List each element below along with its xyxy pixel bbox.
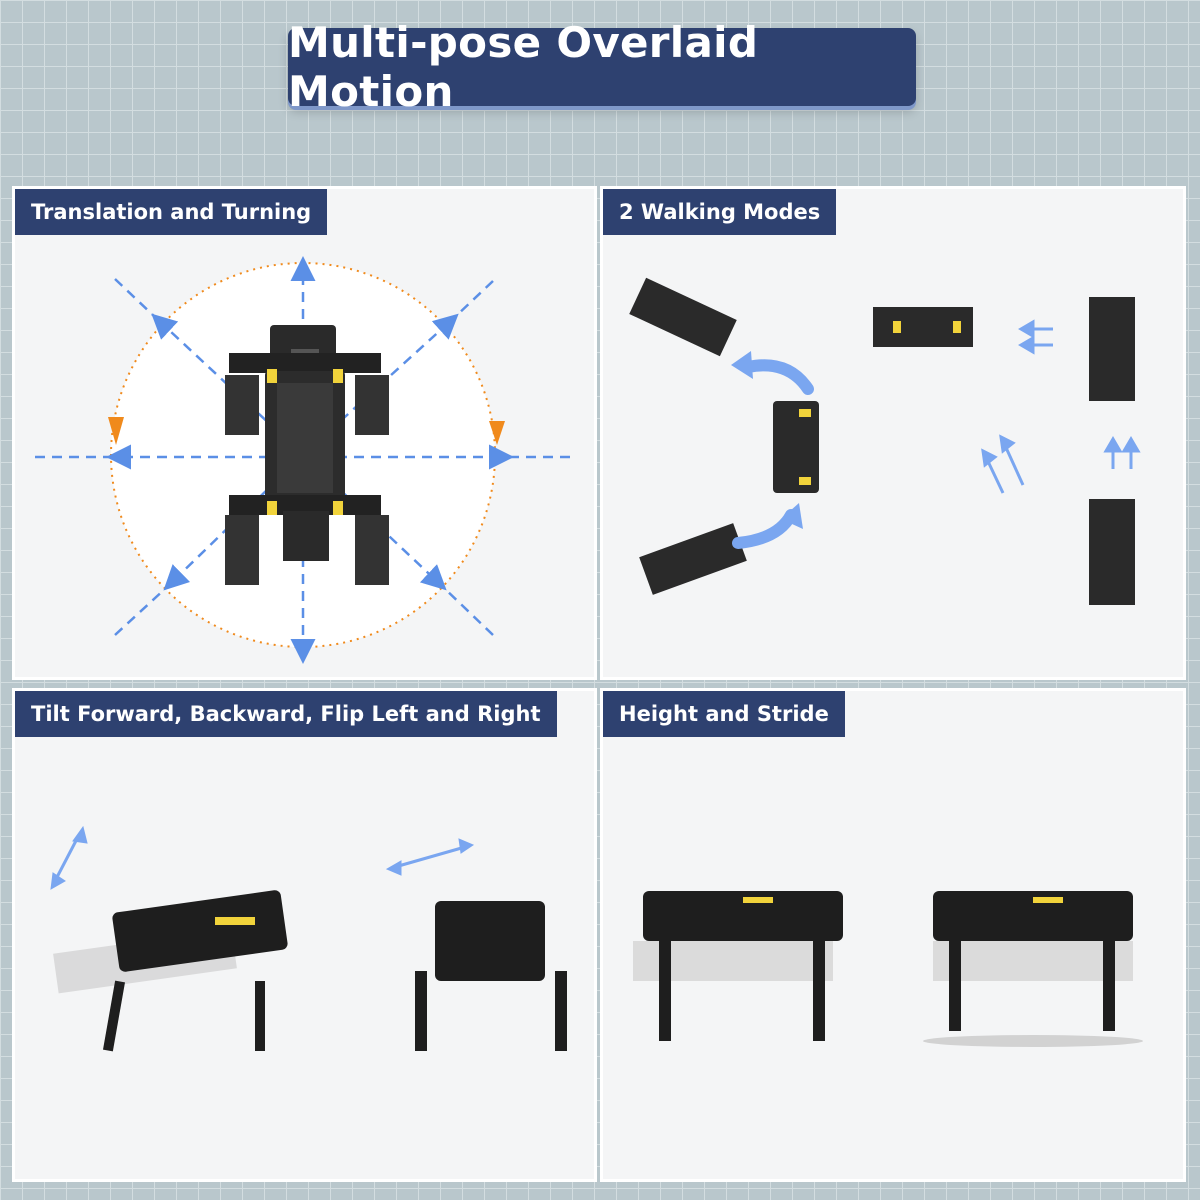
tilt-flip-illustration	[50, 825, 567, 1052]
turn-arrow-left-icon	[108, 417, 124, 445]
panel-label-height: Height and Stride	[603, 691, 845, 737]
panel-label-translation: Translation and Turning	[15, 189, 328, 235]
translation-turning-illustration	[35, 256, 571, 664]
walking-modes-illustration	[629, 277, 1141, 605]
robot-dog-side-view-icon	[102, 890, 567, 1052]
panel-translation-turning: Translation and Turning	[12, 186, 597, 680]
panel-walking-modes: 2 Walking Modes	[600, 186, 1186, 680]
panel-label-walking: 2 Walking Modes	[603, 189, 837, 235]
motion-arrow-lower-head-icon	[781, 503, 803, 529]
panel-label-tilt: Tilt Forward, Backward, Flip Left and Ri…	[15, 691, 557, 737]
height-stride-illustration	[633, 891, 1143, 1047]
robot-dog-side-view-icon	[643, 891, 1133, 1041]
motion-arrow-upper-head-icon	[731, 351, 753, 379]
turn-arrow-right-icon	[489, 421, 505, 445]
panel-height-stride: Height and Stride	[600, 688, 1186, 1182]
parallel-motion-arrows	[981, 319, 1141, 494]
panel-tilt-flip: Tilt Forward, Backward, Flip Left and Ri…	[12, 688, 597, 1182]
robot-dog-top-view-icon	[225, 325, 389, 585]
tilt-arrows	[50, 825, 475, 890]
page-title: Multi-pose Overlaid Motion	[288, 18, 916, 116]
robot-dog-top-view-icon	[629, 277, 1135, 605]
